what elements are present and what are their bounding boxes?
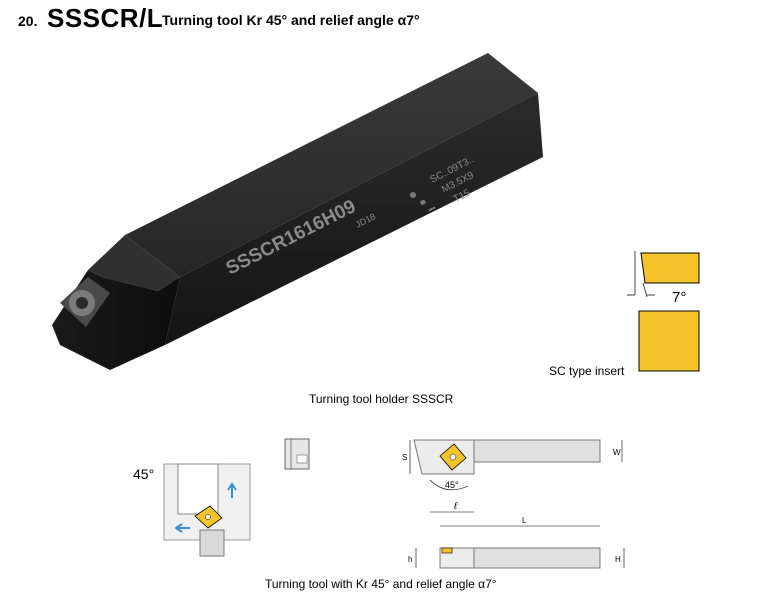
- product-code: SSSCR/L: [47, 3, 164, 33]
- insert-caption: SC type insert: [549, 364, 625, 378]
- machining-diagram: [163, 463, 251, 557]
- product-description: Turning tool Kr 45° and relief angle α7°: [162, 12, 420, 28]
- feed-up-arrow-icon: [227, 482, 237, 498]
- kr-angle-label: 45°: [133, 466, 155, 482]
- head-top-face: [88, 235, 180, 291]
- shank-front-face: [165, 93, 543, 345]
- key-icon: [428, 206, 436, 212]
- shank-top-view: [473, 439, 601, 463]
- tool-holder-photo: SSSCR1616H09 JD18 SC..09T3.. M3.5X9 T15: [52, 53, 543, 370]
- shank-top-face: [125, 53, 538, 277]
- s-dimension-label: S: [402, 453, 407, 462]
- relief-angle-label: 7°: [672, 289, 686, 306]
- section-number: 20.: [18, 13, 38, 29]
- end-view-diagram: [284, 438, 310, 470]
- sc-insert-diagram: 7°: [627, 251, 700, 372]
- top-view-drawing: S W 45° ℓ: [402, 439, 623, 513]
- insert-top-view: [638, 310, 700, 372]
- insert-icon: [410, 192, 416, 198]
- bottom-caption: Turning tool with Kr 45° and relief angl…: [265, 577, 497, 591]
- side-view-insert: [441, 547, 453, 554]
- kr-angle-dim-label: 45°: [445, 480, 459, 490]
- L-dimension-label: L: [522, 516, 527, 525]
- w-dimension-label: W: [613, 448, 621, 457]
- holder-caption: Turning tool holder SSSCR: [309, 392, 454, 406]
- tool-shank: [199, 529, 225, 557]
- side-view-drawing: L h H: [408, 516, 625, 569]
- screw-icon: [419, 199, 427, 206]
- insert-side-view: [640, 252, 700, 284]
- h-dimension-label: h: [408, 555, 412, 564]
- H-dimension-label: H: [615, 555, 621, 564]
- feed-left-arrow-icon: [174, 523, 190, 533]
- l-dimension-label: ℓ: [453, 501, 458, 512]
